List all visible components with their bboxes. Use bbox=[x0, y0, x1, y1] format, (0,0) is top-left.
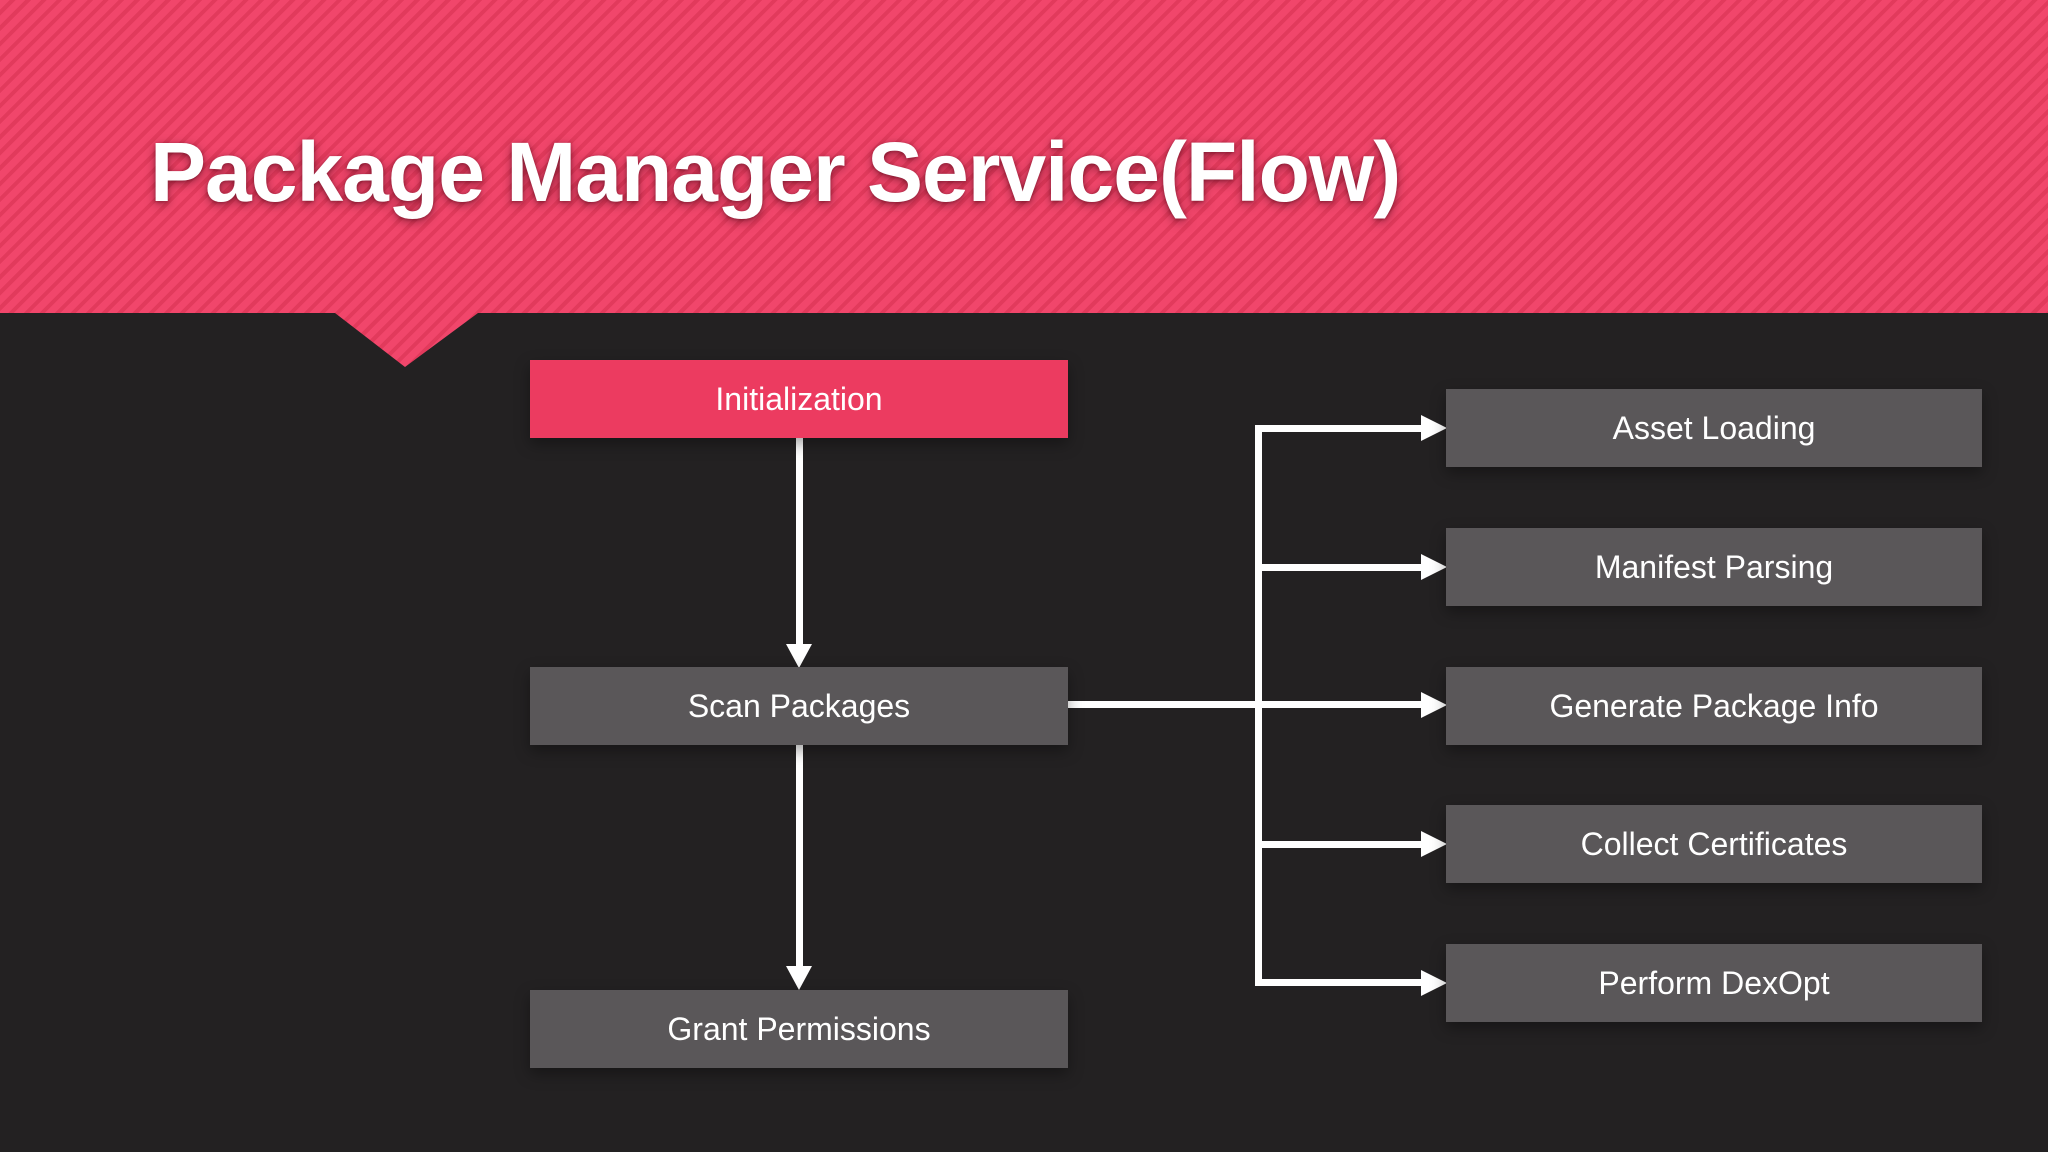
arrowhead-asset-loading-icon bbox=[1421, 415, 1447, 441]
arrowhead-perform-dexopt-icon bbox=[1421, 970, 1447, 996]
node-perform-dexopt-label: Perform DexOpt bbox=[1598, 964, 1830, 1001]
branch-perform-dexopt-line bbox=[1258, 979, 1421, 986]
node-grant-permissions: Grant Permissions bbox=[530, 990, 1068, 1068]
edge-init-to-scan-arrowhead-icon bbox=[786, 644, 812, 668]
branch-collect-certificates-line bbox=[1258, 841, 1421, 848]
node-asset-loading: Asset Loading bbox=[1446, 389, 1982, 467]
branch-manifest-parsing-line bbox=[1258, 564, 1421, 571]
fanout-trunk-line bbox=[1255, 425, 1262, 986]
node-initialization-label: Initialization bbox=[715, 380, 883, 417]
node-perform-dexopt: Perform DexOpt bbox=[1446, 944, 1982, 1022]
node-scan-packages-label: Scan Packages bbox=[687, 687, 911, 724]
node-manifest-parsing-label: Manifest Parsing bbox=[1594, 548, 1834, 585]
node-asset-loading-label: Asset Loading bbox=[1612, 409, 1816, 446]
node-collect-certificates: Collect Certificates bbox=[1446, 805, 1982, 883]
edge-init-to-scan-line bbox=[796, 438, 803, 646]
header-banner bbox=[0, 0, 2048, 367]
node-manifest-parsing: Manifest Parsing bbox=[1446, 528, 1982, 606]
slide-title: Package Manager Service(Flow) bbox=[150, 125, 1401, 219]
arrowhead-generate-package-info-icon bbox=[1421, 692, 1447, 718]
arrowhead-collect-certificates-icon bbox=[1421, 831, 1447, 857]
node-grant-permissions-label: Grant Permissions bbox=[667, 1010, 931, 1047]
node-collect-certificates-label: Collect Certificates bbox=[1580, 825, 1848, 862]
node-generate-package-info-label: Generate Package Info bbox=[1549, 687, 1879, 724]
node-generate-package-info: Generate Package Info bbox=[1446, 667, 1982, 745]
edge-scan-fanout-line bbox=[1065, 701, 1421, 708]
branch-asset-loading-line bbox=[1258, 425, 1421, 432]
edge-scan-to-grant-arrowhead-icon bbox=[786, 966, 812, 990]
arrowhead-manifest-parsing-icon bbox=[1421, 554, 1447, 580]
edge-scan-to-grant-line bbox=[796, 745, 803, 966]
node-scan-packages: Scan Packages bbox=[530, 667, 1068, 745]
node-initialization: Initialization bbox=[530, 360, 1068, 438]
